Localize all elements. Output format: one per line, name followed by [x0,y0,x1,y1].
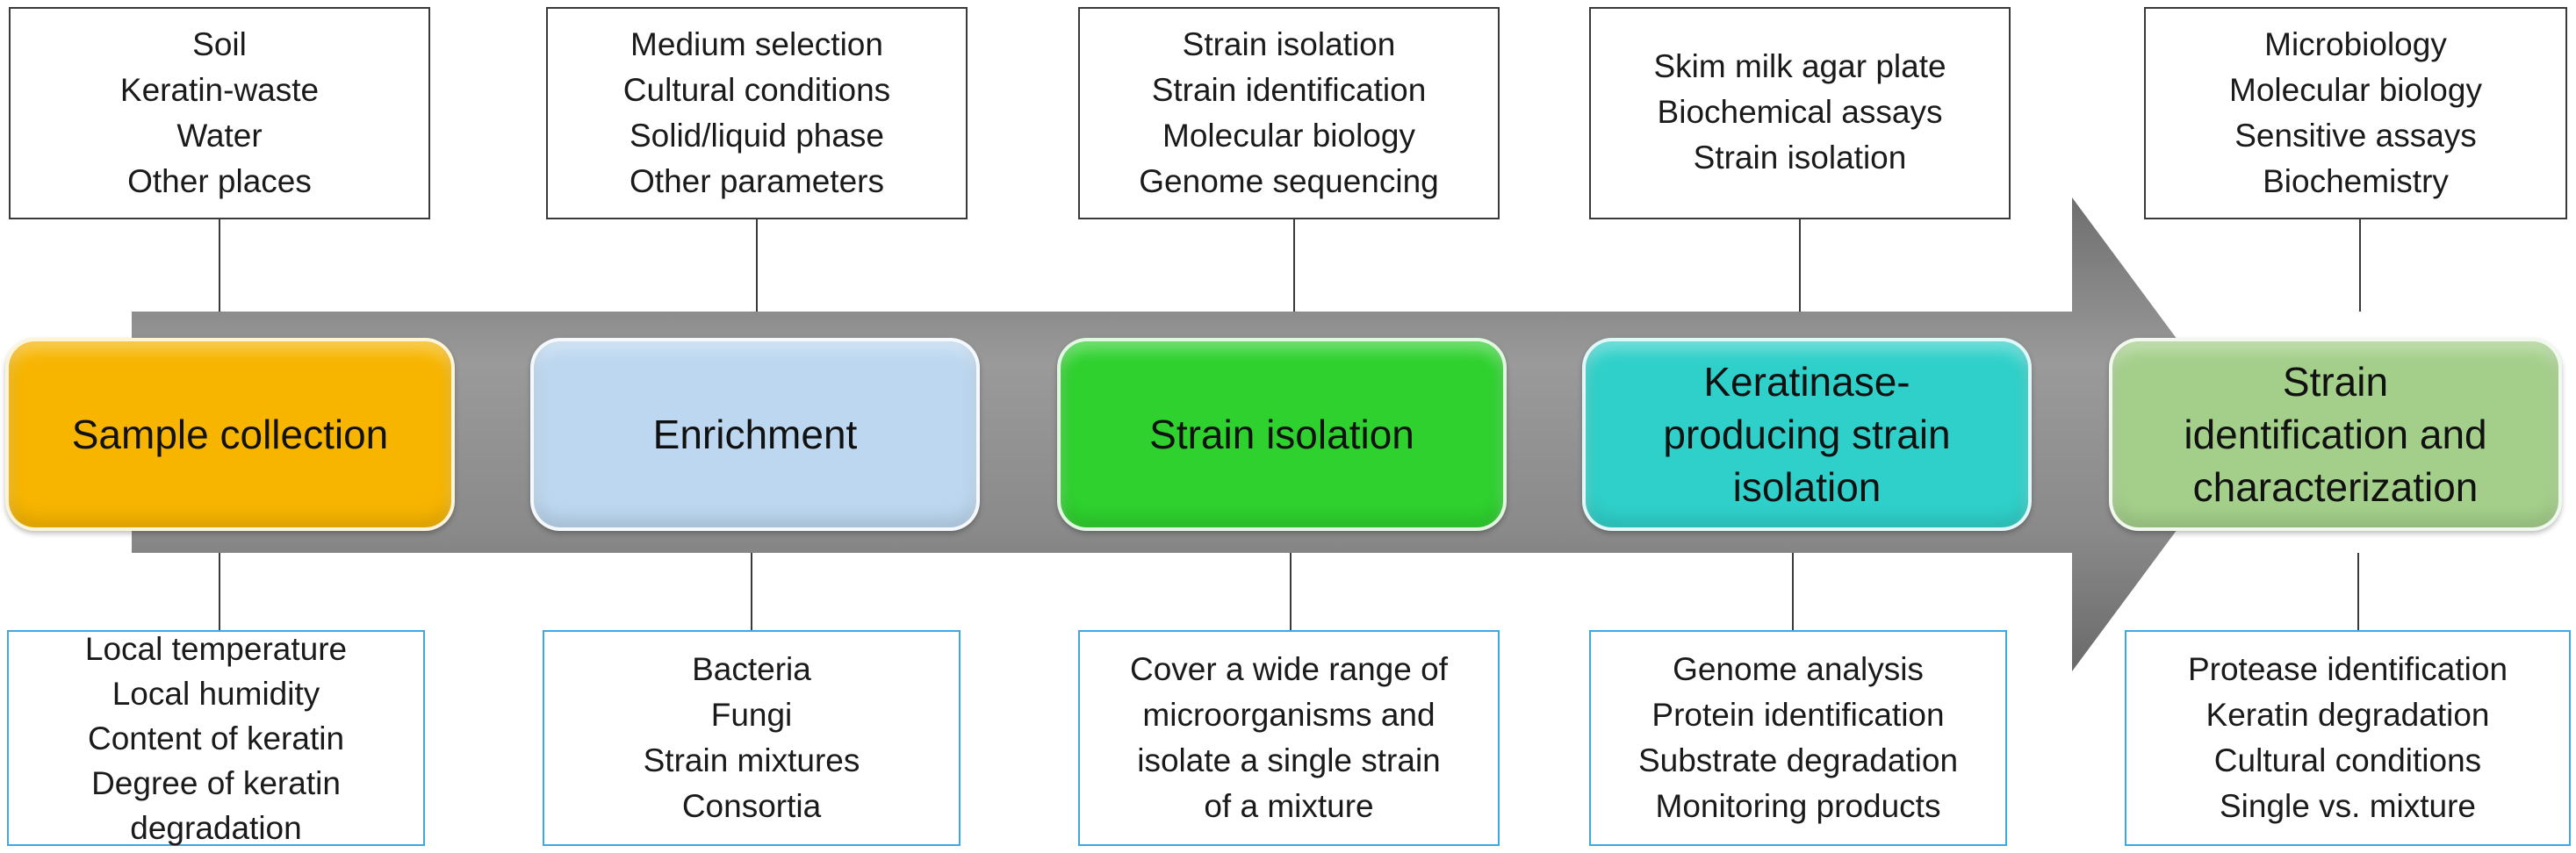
box-line: Molecular biology [2229,72,2482,108]
box-line: Biochemical assays [1657,94,1943,130]
box-line: Genome analysis [1673,651,1924,687]
stage-label: Enrichment [652,412,858,457]
top-box-strain-isolation: Strain isolation Strain identification M… [1078,7,1500,219]
top-box-identification: Microbiology Molecular biology Sensitive… [2144,7,2567,219]
box-line: Cultural conditions [2213,742,2482,778]
stage-identification: Strain identification and characterizati… [2109,338,2562,531]
box-line: Solid/liquid phase [629,118,885,154]
box-line: degradation [130,809,302,846]
box-line: Biochemistry [2263,163,2449,199]
box-line: Microbiology [2264,26,2447,62]
box-line: Protein identification [1651,697,1945,733]
box-line: Monitoring products [1655,788,1941,824]
box-line: Molecular biology [1162,118,1415,154]
stage-label: Strain isolation [1149,412,1414,457]
box-line: Other places [127,163,312,199]
box-line: Cover a wide range of [1130,651,1448,687]
box-line: Strain mixtures [643,742,860,778]
box-line: isolate a single strain [1137,742,1441,778]
stage-sample-collection: Sample collection [5,338,455,531]
stage-strain-isolation: Strain isolation [1057,338,1507,531]
box-line: Soil [192,26,247,62]
box-line: Content of keratin [87,720,345,756]
box-line: Local humidity [112,675,320,712]
box-line: Keratin-waste [119,72,320,108]
box-line: Genome sequencing [1139,163,1439,199]
bottom-box-strain-isolation: Cover a wide range of microorganisms and… [1078,630,1500,846]
box-line: Local temperature [84,630,348,667]
box-line: Bacteria [692,651,811,687]
box-line: Cultural conditions [622,72,891,108]
box-line: Substrate degradation [1637,742,1959,778]
box-line: microorganisms and [1142,697,1436,733]
bottom-box-enrichment: Bacteria Fungi Strain mixtures Consortia [543,630,961,846]
box-line: Keratin degradation [2205,697,2490,733]
top-box-sample-collection: Soil Keratin-waste Water Other places [9,7,430,219]
box-line: Medium selection [630,26,883,62]
box-line: Single vs. mixture [2220,788,2476,824]
stage-enrichment: Enrichment [530,338,980,531]
bottom-box-identification: Protease identification Keratin degradat… [2125,630,2571,846]
box-line: of a mixture [1204,788,1374,824]
box-line: Strain isolation [1182,26,1396,62]
box-line: Consortia [681,788,822,824]
box-line: Degree of keratin [91,764,341,801]
top-box-keratinase-isolation: Skim milk agar plate Biochemical assays … [1589,7,2011,219]
top-box-enrichment: Medium selection Cultural conditions Sol… [546,7,968,219]
box-line: Protease identification [2187,651,2508,687]
stage-keratinase-isolation: Keratinase- producing strain isolation [1582,338,2032,531]
box-line: Skim milk agar plate [1653,48,1946,84]
box-line: Water [176,118,263,154]
box-line: Strain isolation [1693,140,1907,176]
box-line: Sensitive assays [2234,118,2477,154]
box-line: Other parameters [630,163,884,199]
box-line: Strain identification [1151,72,1427,108]
stage-label: Keratinase- producing strain isolation [1663,359,1951,510]
bottom-box-sample-collection: Local temperature Local humidity Content… [7,630,425,846]
stage-label: Sample collection [71,412,389,457]
bottom-box-keratinase-isolation: Genome analysis Protein identification S… [1589,630,2007,846]
box-line: Fungi [710,697,793,733]
stage-label: Strain identification and characterizati… [2184,359,2487,510]
